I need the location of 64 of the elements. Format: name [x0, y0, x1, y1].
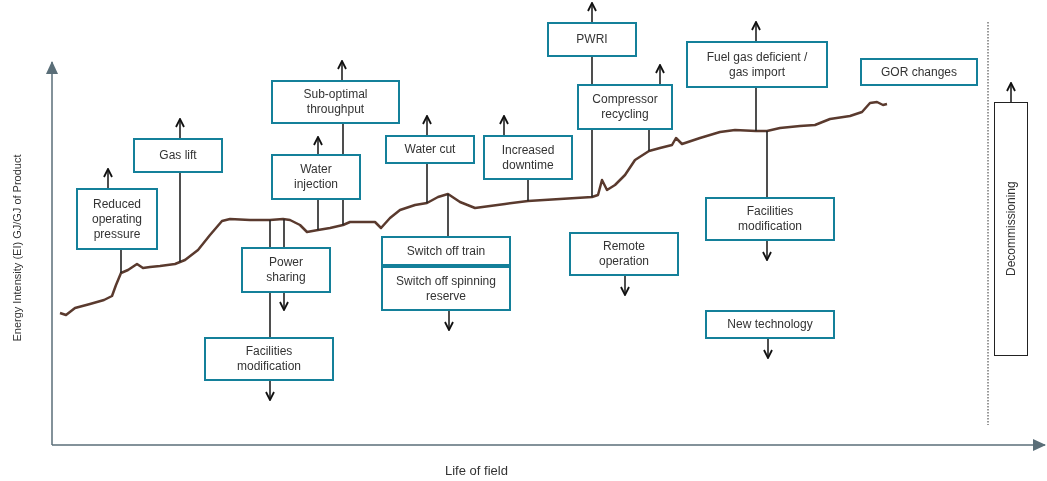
callout-box — [686, 41, 828, 88]
callout-text: Switch off train — [406, 243, 486, 259]
leader-line — [766, 130, 768, 198]
callout-text: New technology — [727, 317, 813, 332]
callout-box — [133, 138, 223, 173]
callout-text: Compressor recycling — [591, 92, 659, 122]
callout-text: Facilities modification — [737, 204, 803, 234]
arrow — [265, 380, 275, 401]
arrow — [337, 60, 347, 81]
callout-box — [994, 102, 1028, 356]
callout-text: Power sharing — [265, 255, 307, 285]
arrow — [751, 21, 761, 42]
callout-text: Fuel gas deficient / gas import — [705, 49, 809, 80]
arrow — [1006, 82, 1016, 103]
axis-label: Life of field — [445, 463, 508, 478]
callout-box — [76, 188, 158, 250]
callout-text: Sub-optimal throughput — [302, 87, 369, 117]
callout-box — [381, 266, 511, 311]
arrow — [313, 136, 323, 155]
callout-text: GOR changes — [880, 64, 957, 80]
arrow — [763, 338, 773, 359]
callout-box — [483, 135, 573, 180]
leader-line — [648, 129, 650, 152]
callout-text: Switch off spinning reserve — [395, 273, 497, 304]
callout-text: Reduced operating pressure — [90, 196, 143, 242]
callout-text: Increased downtime — [500, 142, 556, 173]
callout-box — [381, 236, 511, 266]
callout-text: Decommissioning — [1003, 181, 1019, 277]
callout-box — [241, 247, 331, 293]
arrow — [422, 115, 432, 136]
leader-line — [755, 87, 757, 132]
arrow — [499, 115, 509, 136]
arrow — [444, 310, 454, 331]
leader-line — [317, 199, 319, 231]
arrow — [620, 275, 630, 296]
leader-line — [447, 193, 449, 237]
callout-text: Facilities modification — [236, 344, 302, 374]
callout-box — [577, 84, 673, 130]
callout-box — [547, 22, 637, 57]
arrow — [103, 168, 113, 189]
callout-text: Water cut — [404, 142, 456, 157]
arrow — [655, 64, 665, 85]
callout-box — [271, 80, 400, 124]
callout-text: Remote operation — [597, 239, 650, 269]
callout-text: Water injection — [293, 162, 339, 192]
arrow — [587, 2, 597, 23]
callout-text: Gas lift — [159, 148, 197, 163]
callout-box — [271, 154, 361, 200]
leader-line — [283, 218, 285, 248]
callout-box — [860, 58, 978, 86]
callout-box — [204, 337, 334, 381]
arrow — [175, 118, 185, 139]
callout-box — [385, 135, 475, 164]
arrow — [279, 292, 289, 311]
leader-line — [527, 179, 529, 202]
arrow — [762, 240, 772, 261]
axis-label: Energy Intensity (EI) GJ/GJ of Product — [11, 154, 23, 342]
leader-line — [120, 249, 122, 274]
callout-text: PWRI — [576, 32, 608, 47]
callout-box — [705, 197, 835, 241]
callout-box — [569, 232, 679, 276]
callout-box — [705, 310, 835, 339]
leader-line — [179, 172, 181, 263]
leader-line — [426, 163, 428, 204]
